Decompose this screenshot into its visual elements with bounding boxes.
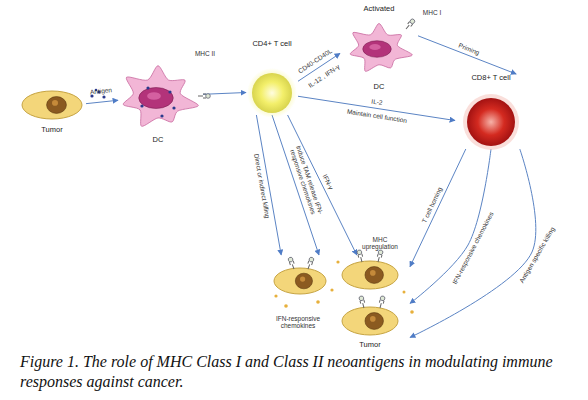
mhc-molecule (198, 94, 210, 99)
tumor-cell (22, 91, 82, 119)
cell-label: DC (118, 136, 198, 144)
dendritic-cell (123, 66, 198, 127)
nucleolus (370, 316, 376, 322)
cell-node: CD4+ T cell (246, 40, 298, 115)
cell-glow (247, 68, 297, 118)
cell-label: CD4+ T cell (242, 40, 302, 48)
mhc-molecule (359, 296, 367, 309)
nucleolus (300, 276, 305, 281)
tumor-cell (342, 307, 398, 335)
cd8-t-cell (467, 98, 515, 146)
antigen-dot (168, 90, 171, 93)
edge-label: Antigen specific killing (509, 210, 566, 300)
cell-nucleus (47, 97, 67, 114)
tumor-cell (274, 268, 326, 294)
tumor-cell (342, 261, 398, 289)
cell-nucleus (365, 267, 383, 284)
cell-nucleus (295, 273, 312, 289)
cell-shape (340, 5, 418, 93)
antigen-dot (140, 104, 143, 107)
mhc-molecule (288, 257, 297, 270)
annotation: MHC I (417, 9, 447, 16)
cell-node: Tumor (18, 88, 86, 146)
edge-label: Priming (449, 39, 489, 60)
cell-node: Tumor (270, 255, 410, 352)
edge-label: Antigen (81, 85, 122, 97)
nucleolus (370, 270, 376, 276)
cell-node: CD8+ T cell (455, 74, 527, 149)
cell-glow (463, 94, 519, 150)
cell-label: CD8+ T cell (455, 74, 527, 82)
cell-node: DC (118, 62, 203, 147)
arrow-connector (418, 36, 516, 74)
annotation: MHC II (190, 50, 220, 57)
nucleus-highlight (369, 44, 380, 50)
nucleus-highlight (147, 92, 161, 100)
mhc-molecule (404, 18, 415, 30)
edge-label: IFN-responsive chemokines (444, 197, 502, 298)
cell-label: DC (340, 83, 418, 91)
figure-caption: Figure 1. The role of MHC Class I and Cl… (20, 352, 568, 392)
antigen-dot (146, 86, 149, 89)
chemokine-dots (274, 260, 413, 313)
annotation: MHC upregulation (356, 236, 404, 251)
arrow-connector (86, 100, 118, 103)
cell-node: ActivatedDC (340, 5, 418, 93)
cell-nucleus (365, 313, 383, 330)
cell-shape (455, 74, 527, 149)
arrow-connector (288, 115, 357, 255)
cell-label: Tumor (340, 341, 400, 349)
arrow-connector (410, 149, 536, 337)
cell-shape (246, 40, 298, 115)
cell-shape (118, 62, 203, 147)
cd4-t-cell (252, 73, 292, 113)
antigen-dot (172, 106, 175, 109)
mhc-molecule (378, 296, 386, 309)
edge-label: T cell homing (412, 167, 453, 242)
cell-shape (18, 88, 86, 146)
mhc-molecule (306, 257, 315, 270)
mhc-molecule (357, 250, 365, 263)
antigen-dot (160, 114, 163, 117)
cell-label: Activated (340, 5, 418, 13)
cell-label: Tumor (18, 126, 86, 134)
annotation: IFN-responsive chemokines (272, 315, 324, 330)
cell-nucleus (363, 41, 392, 58)
nucleolus (52, 100, 58, 106)
mhc-molecule (376, 250, 384, 263)
cell-nucleus (139, 88, 174, 109)
arrow-connector (410, 149, 466, 267)
cell-shape (270, 255, 410, 352)
dendritic-cell (350, 24, 412, 72)
